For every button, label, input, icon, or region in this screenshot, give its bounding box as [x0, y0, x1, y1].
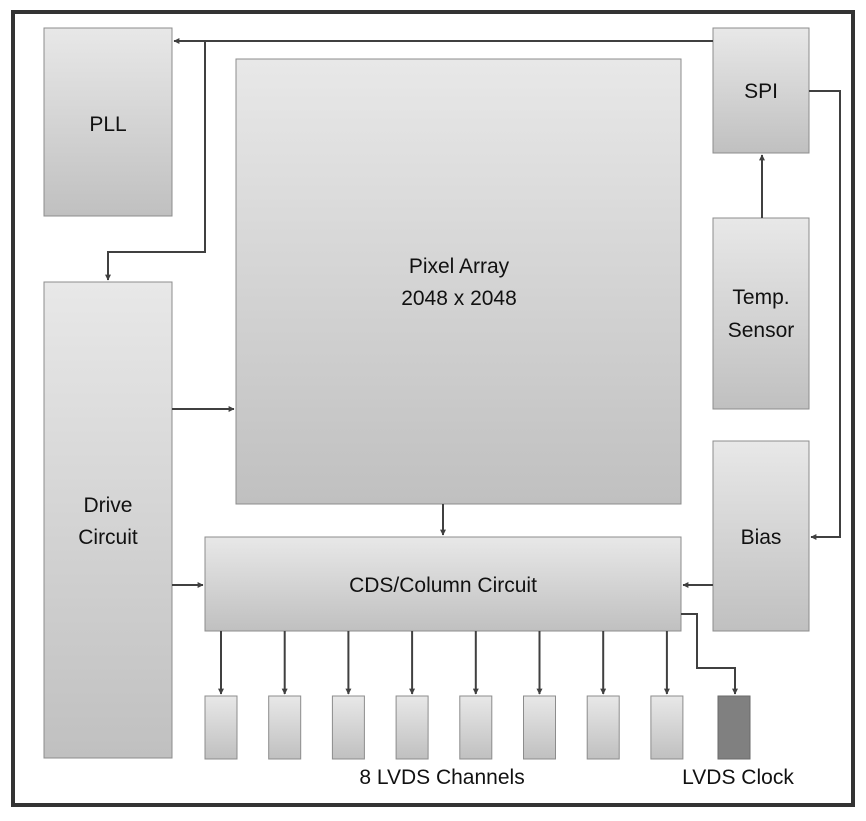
pll-block [43, 27, 173, 217]
lvds-channel-7 [586, 695, 620, 760]
drive-circuit-block [43, 281, 173, 759]
pixel-array-block [235, 58, 682, 505]
lvds-clock-caption: LVDS Clock [682, 766, 794, 789]
lvds-clock-block [717, 695, 751, 760]
pll-label: PLL [89, 113, 126, 136]
lvds-channel-wires [218, 631, 670, 695]
drive-circuit-label-line2: Circuit [78, 526, 138, 549]
bias-label: Bias [741, 526, 782, 549]
cds-column-label: CDS/Column Circuit [349, 574, 537, 597]
lvds-channel-5 [459, 695, 493, 760]
lvds-channel-4 [395, 695, 429, 760]
lvds-channel-8 [650, 695, 684, 760]
spi-block [712, 27, 810, 154]
lvds-channel-1 [204, 695, 238, 760]
cds-to-lvds-clock-wire [681, 613, 738, 695]
lvds-channel-3 [331, 695, 365, 760]
bias-block [712, 440, 810, 632]
pixel-array-size: 2048 x 2048 [401, 287, 517, 310]
lvds-channels-caption: 8 LVDS Channels [359, 766, 524, 789]
lvds-channels-group [204, 695, 684, 760]
spi-to-drive-wire [105, 41, 206, 281]
temp-sensor-label-line2: Sensor [728, 319, 795, 342]
drive-circuit-label-line1: Drive [83, 494, 132, 517]
lvds-channel-6 [523, 695, 556, 760]
pixel-array-label: Pixel Array [409, 255, 510, 278]
temp-sensor-label-line1: Temp. [732, 286, 789, 309]
temp-sensor-block [712, 217, 810, 410]
cds-column-block [204, 536, 682, 632]
spi-label: SPI [744, 80, 778, 103]
lvds-channel-2 [268, 695, 302, 760]
spi-to-bias-wire [809, 90, 841, 540]
